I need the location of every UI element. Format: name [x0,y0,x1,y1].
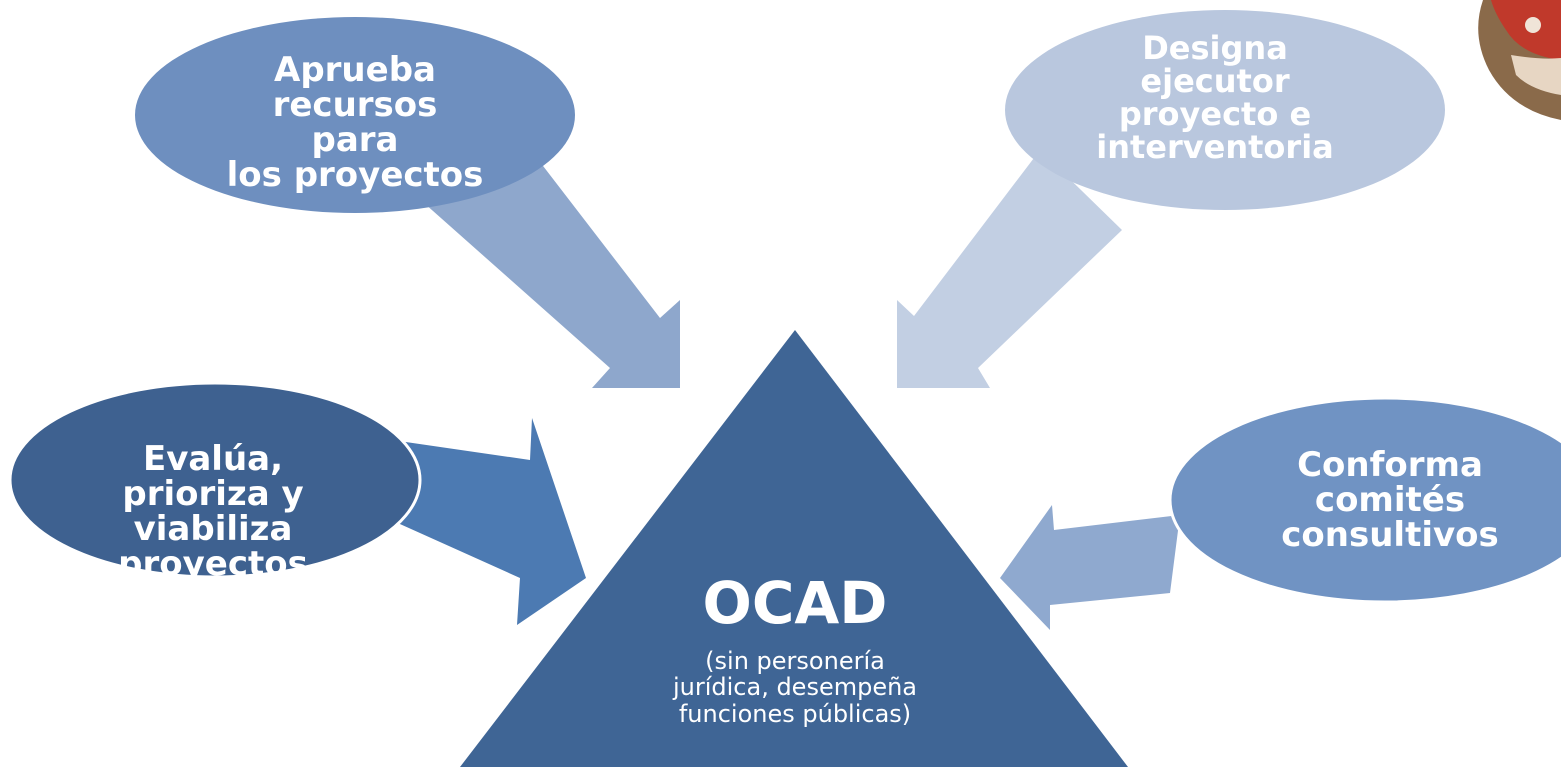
node-text-line: recursos para [272,85,438,161]
photo-corner-image [1478,0,1561,120]
ocad-subtitle-line: jurídica, desempeña [672,673,918,702]
node-text-line: Aprueba [274,50,436,90]
node-ellipse-right [1168,396,1561,604]
ocad-subtitle: (sin personería jurídica, desempeña func… [600,647,990,728]
node-text-line: ejecutor [1140,61,1290,100]
ocad-triangle [460,330,1128,767]
ocad-subtitle-line: funciones públicas) [678,699,912,728]
node-text-line: Designa [1142,29,1288,67]
node-text-line: los proyectos [226,155,484,196]
node-ellipse-top-right [1005,10,1445,210]
node-label-right: Conforma comités consultivos [1245,445,1535,556]
node-label-left: Evalúa, prioriza y viabiliza proyectos [98,439,328,585]
arrow-right [1000,505,1180,630]
ocad-subtitle-line: (sin personería [705,647,885,675]
node-label-top-right: Designa ejecutor proyecto e interventori… [1085,32,1345,164]
node-text-line: comités [1314,480,1466,521]
node-text-line: proyectos [118,544,308,585]
node-text-line: interventoria [1096,127,1334,166]
node-text-line: proyecto e [1118,94,1312,133]
arrow-top-right [897,150,1122,388]
node-ellipse-left [8,381,422,579]
node-text-line: Evalúa, [142,439,284,479]
node-label-top-left: Aprueba recursos para los proyectos [225,50,485,196]
node-text-line: prioriza y [122,474,304,515]
node-text-line: viabiliza [133,509,293,550]
node-text-line: consultivos [1281,515,1499,556]
ocad-title: OCAD [702,569,888,637]
arrow-left [380,418,586,625]
node-text-line: Conforma [1297,445,1483,485]
node-ellipse-top-left [135,17,575,213]
